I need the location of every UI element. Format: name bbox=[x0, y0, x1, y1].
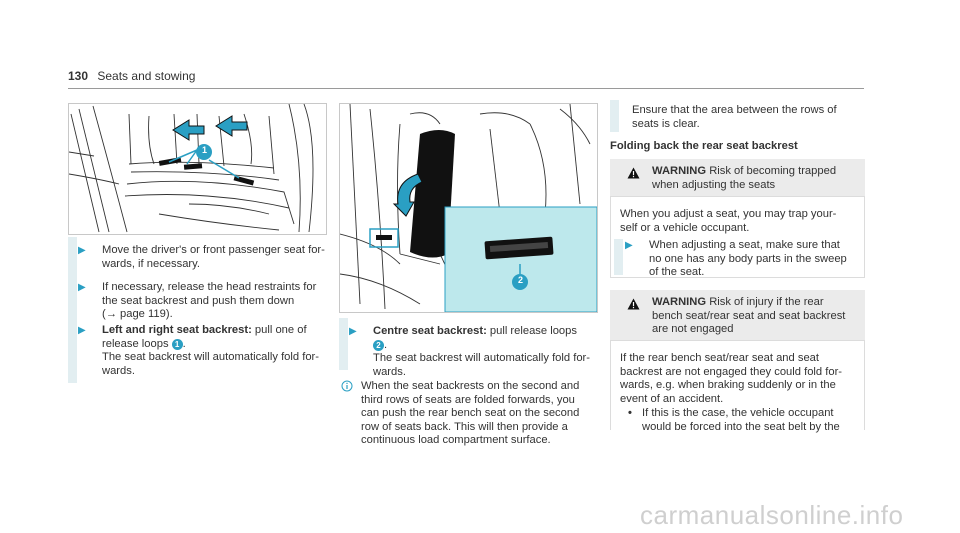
warning-injury-body: If the rear bench seat/rear seat and sea… bbox=[610, 340, 865, 433]
section-title: Seats and stowing bbox=[97, 69, 196, 83]
info-icon bbox=[341, 380, 353, 397]
page-header: 130 Seats and stowing bbox=[68, 69, 195, 83]
header-rule bbox=[68, 88, 864, 89]
figure-marker-1: 1 bbox=[201, 145, 207, 155]
steps-column-1 bbox=[68, 237, 77, 383]
warning-step-bar bbox=[614, 239, 623, 275]
intro-ensure-clear: Ensure that the area between the rows of… bbox=[632, 104, 837, 130]
step-release-head-restraints: ▶ If necessary, release the head restrai… bbox=[78, 281, 328, 322]
bullet-item: • If this is the case, the vehicle occup… bbox=[628, 407, 840, 433]
step-arrow-icon: ▶ bbox=[625, 240, 633, 251]
step-left-right-backrest: ▶ Left and right seat backrest: pull one… bbox=[78, 324, 319, 377]
seat-illustration-1 bbox=[69, 104, 314, 233]
figure-rear-seat-loops: 1 bbox=[68, 103, 327, 235]
figure-centre-backrest: 2 bbox=[339, 103, 598, 313]
warning-trapped-body: When you adjust a seat, you may trap you… bbox=[610, 196, 865, 278]
bullet-icon: • bbox=[628, 407, 632, 419]
steps-column-3 bbox=[610, 100, 619, 132]
step-arrow-icon: ▶ bbox=[78, 325, 86, 336]
marker-2-icon: 2 bbox=[373, 339, 384, 351]
marker-1-icon: 1 bbox=[171, 338, 183, 350]
note-folded-seats: When the seat backrests on the second an… bbox=[339, 380, 604, 448]
seat-illustration-2 bbox=[340, 104, 597, 312]
step-move-seat: ▶ Move the driver's or front passenger s… bbox=[78, 244, 325, 270]
page-reference-link[interactable]: (→ page 119). bbox=[102, 308, 173, 320]
step-centre-backrest: ▶ Centre seat backrest: pull release loo… bbox=[349, 325, 590, 378]
step-arrow-icon: ▶ bbox=[349, 326, 357, 337]
watermark: carmanualsonline.info bbox=[640, 500, 904, 530]
steps-column-2 bbox=[339, 318, 348, 370]
step-arrow-icon: ▶ bbox=[78, 245, 86, 256]
warning-icon bbox=[627, 167, 640, 184]
page-number: 130 bbox=[68, 69, 89, 83]
warning-trapped-header: WARNING Risk of becoming trapped when ad… bbox=[610, 159, 865, 196]
warning-injury-header: WARNING Risk of injury if the rear bench… bbox=[610, 290, 865, 340]
step-arrow-icon: ▶ bbox=[78, 282, 86, 293]
section-heading: Folding back the rear seat backrest bbox=[610, 140, 798, 152]
warning-icon bbox=[627, 298, 640, 315]
figure-marker-2: 2 bbox=[517, 275, 523, 285]
